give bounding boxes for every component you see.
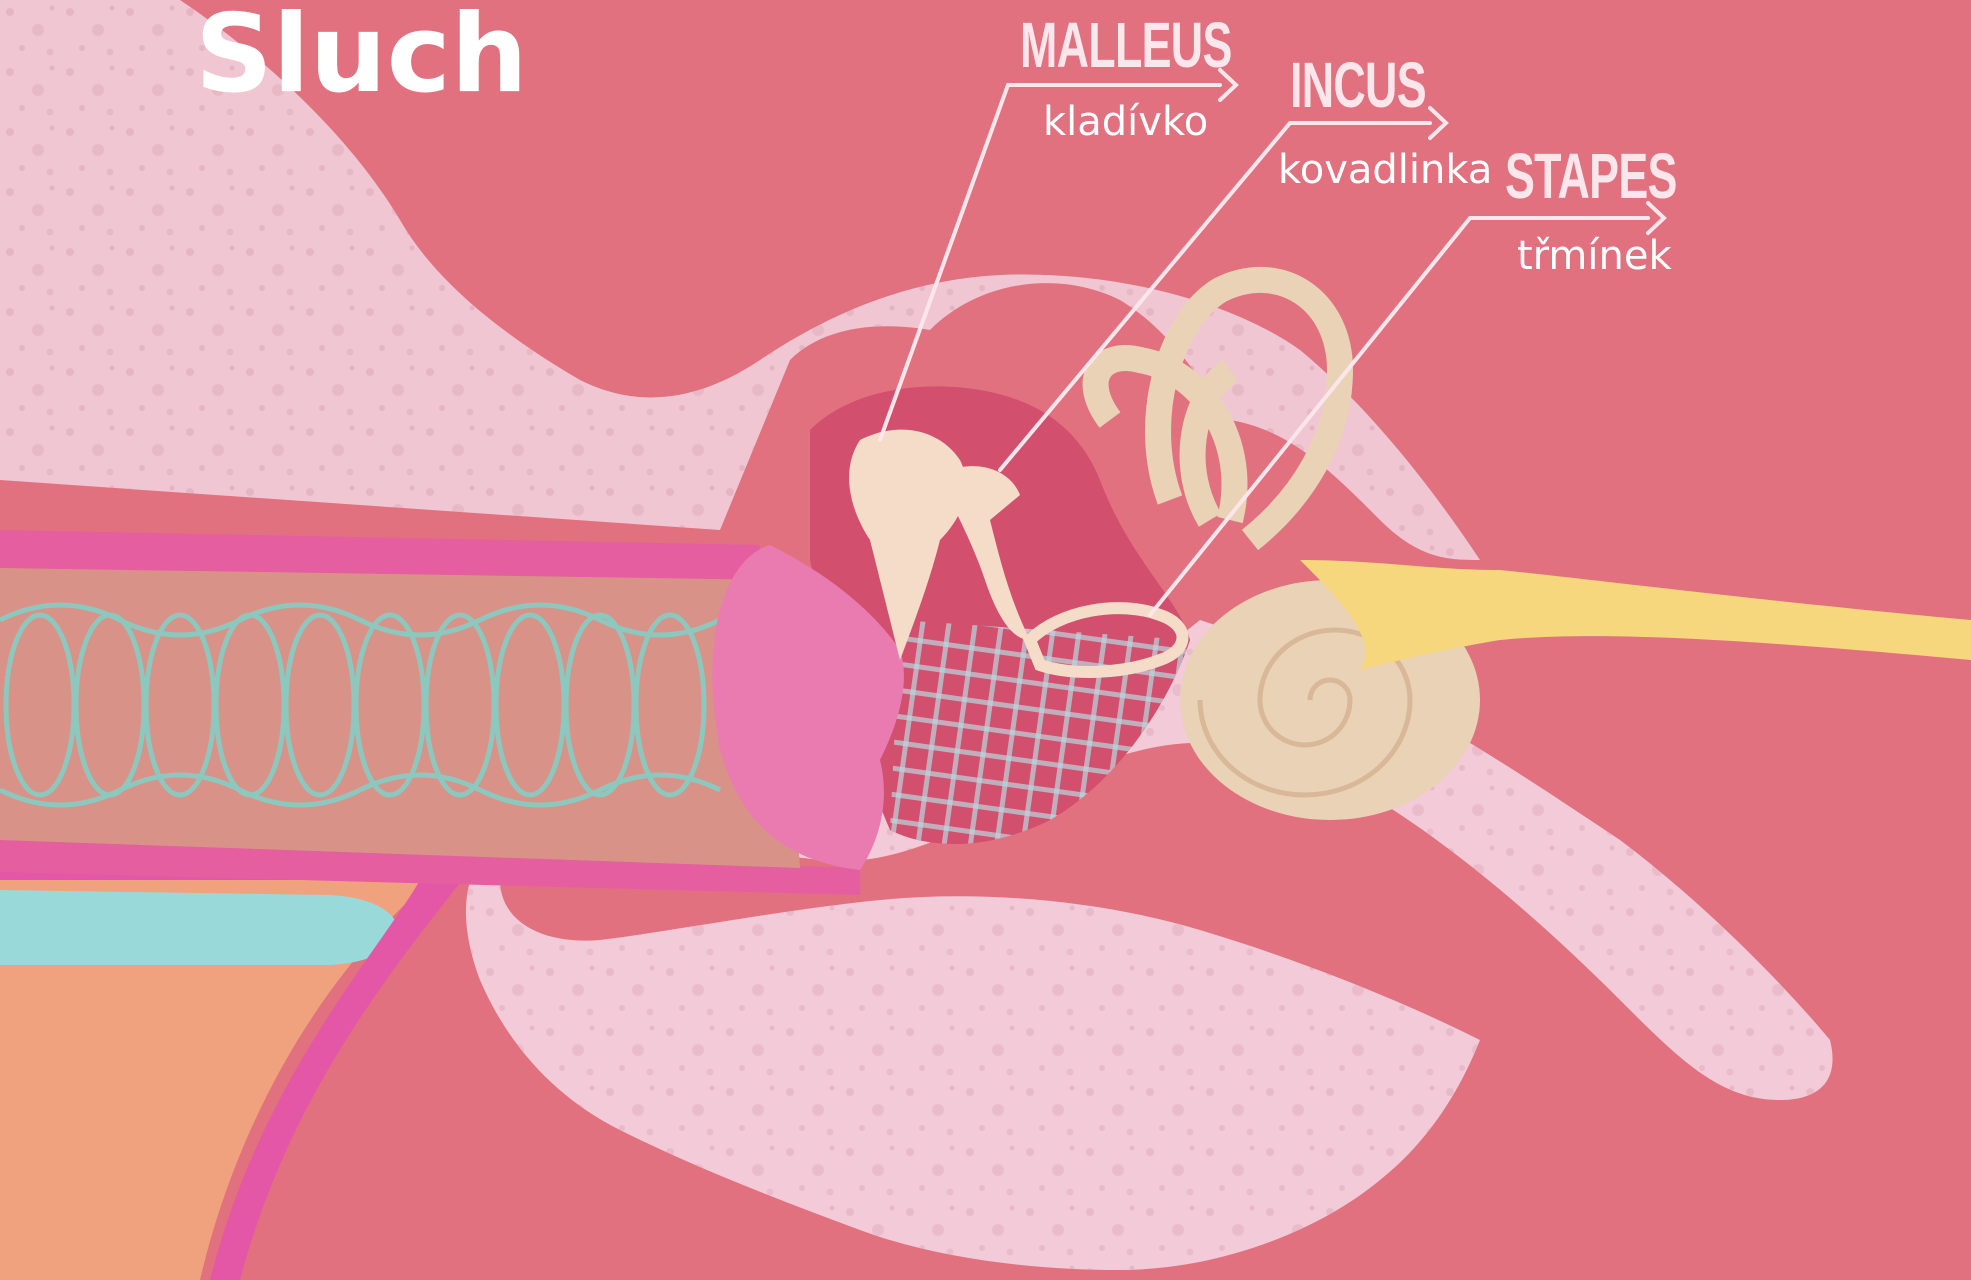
malleus-czech-label: kladívko (1043, 100, 1208, 144)
stapes-label: STAPES (1505, 143, 1677, 209)
incus-label: INCUS (1290, 52, 1426, 118)
stapes-czech-label: třmínek (1517, 234, 1672, 278)
incus-bracket (1430, 108, 1446, 138)
page-title: Sluch (195, 0, 528, 110)
malleus-label: MALLEUS (1020, 12, 1232, 78)
incus-czech-label: kovadlinka (1278, 148, 1492, 192)
